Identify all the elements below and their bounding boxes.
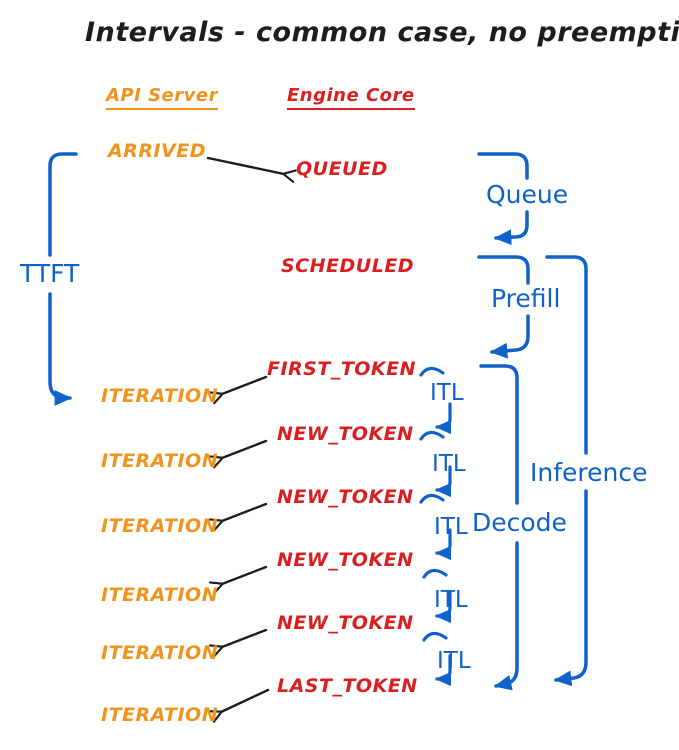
arrow-last-token-to-iteration (221, 688, 270, 712)
itl-marker-1 (419, 366, 452, 435)
event-scheduled: SCHEDULED (281, 255, 415, 277)
event-iteration-4: ITERATION (101, 584, 219, 606)
interval-queue-label: Queue (486, 180, 569, 209)
queue-bracket (477, 152, 529, 246)
inference-bracket (545, 255, 588, 687)
itl-marker-4 (422, 568, 452, 624)
arrow-new-token2-to-iteration (222, 502, 268, 521)
itl-marker-3 (419, 493, 452, 561)
event-new-token-2: NEW_TOKEN (277, 486, 414, 508)
event-iteration-1: ITERATION (101, 385, 219, 407)
decode-bracket (479, 364, 519, 691)
event-first-token: FIRST_TOKEN (267, 358, 417, 380)
event-iteration-3: ITERATION (101, 515, 219, 537)
arrow-first-token-to-iteration (222, 375, 268, 394)
interval-inference-label: Inference (530, 458, 648, 487)
interval-prefill-label: Prefill (491, 284, 561, 313)
arrow-arrived-to-queued (206, 156, 284, 174)
event-arrows (206, 156, 284, 712)
ttft-bracket (48, 152, 78, 406)
event-queued: QUEUED (296, 158, 388, 180)
event-last-token: LAST_TOKEN (277, 675, 418, 697)
event-arrived: ARRIVED (108, 140, 206, 162)
interval-itl-label-3: ITL (434, 514, 468, 540)
interval-itl-label-5: ITL (437, 648, 471, 674)
event-iteration-5: ITERATION (101, 642, 219, 664)
interval-itl-label-4: ITL (434, 587, 468, 613)
interval-ttft-label: TTFT (20, 259, 80, 288)
event-new-token-1: NEW_TOKEN (277, 423, 414, 445)
interval-decode-label: Decode (472, 508, 567, 537)
arrow-new-token4-to-iteration (222, 628, 268, 647)
column-header-engine-core: Engine Core (287, 86, 415, 110)
event-new-token-4: NEW_TOKEN (277, 612, 414, 634)
column-header-api-server: API Server (106, 86, 218, 110)
arrow-new-token3-to-iteration (222, 565, 268, 584)
prefill-bracket (477, 255, 530, 359)
diagram-title: Intervals - common case, no preemptions (85, 17, 679, 48)
interval-itl-label-1: ITL (430, 380, 464, 406)
event-iteration-2: ITERATION (101, 450, 219, 472)
arrow-new-token1-to-iteration (222, 439, 268, 458)
interval-itl-label-2: ITL (432, 451, 466, 477)
itl-marker-2 (419, 430, 452, 498)
event-new-token-3: NEW_TOKEN (277, 549, 414, 571)
itl-marker-5 (422, 631, 452, 687)
event-iteration-6: ITERATION (101, 704, 219, 726)
